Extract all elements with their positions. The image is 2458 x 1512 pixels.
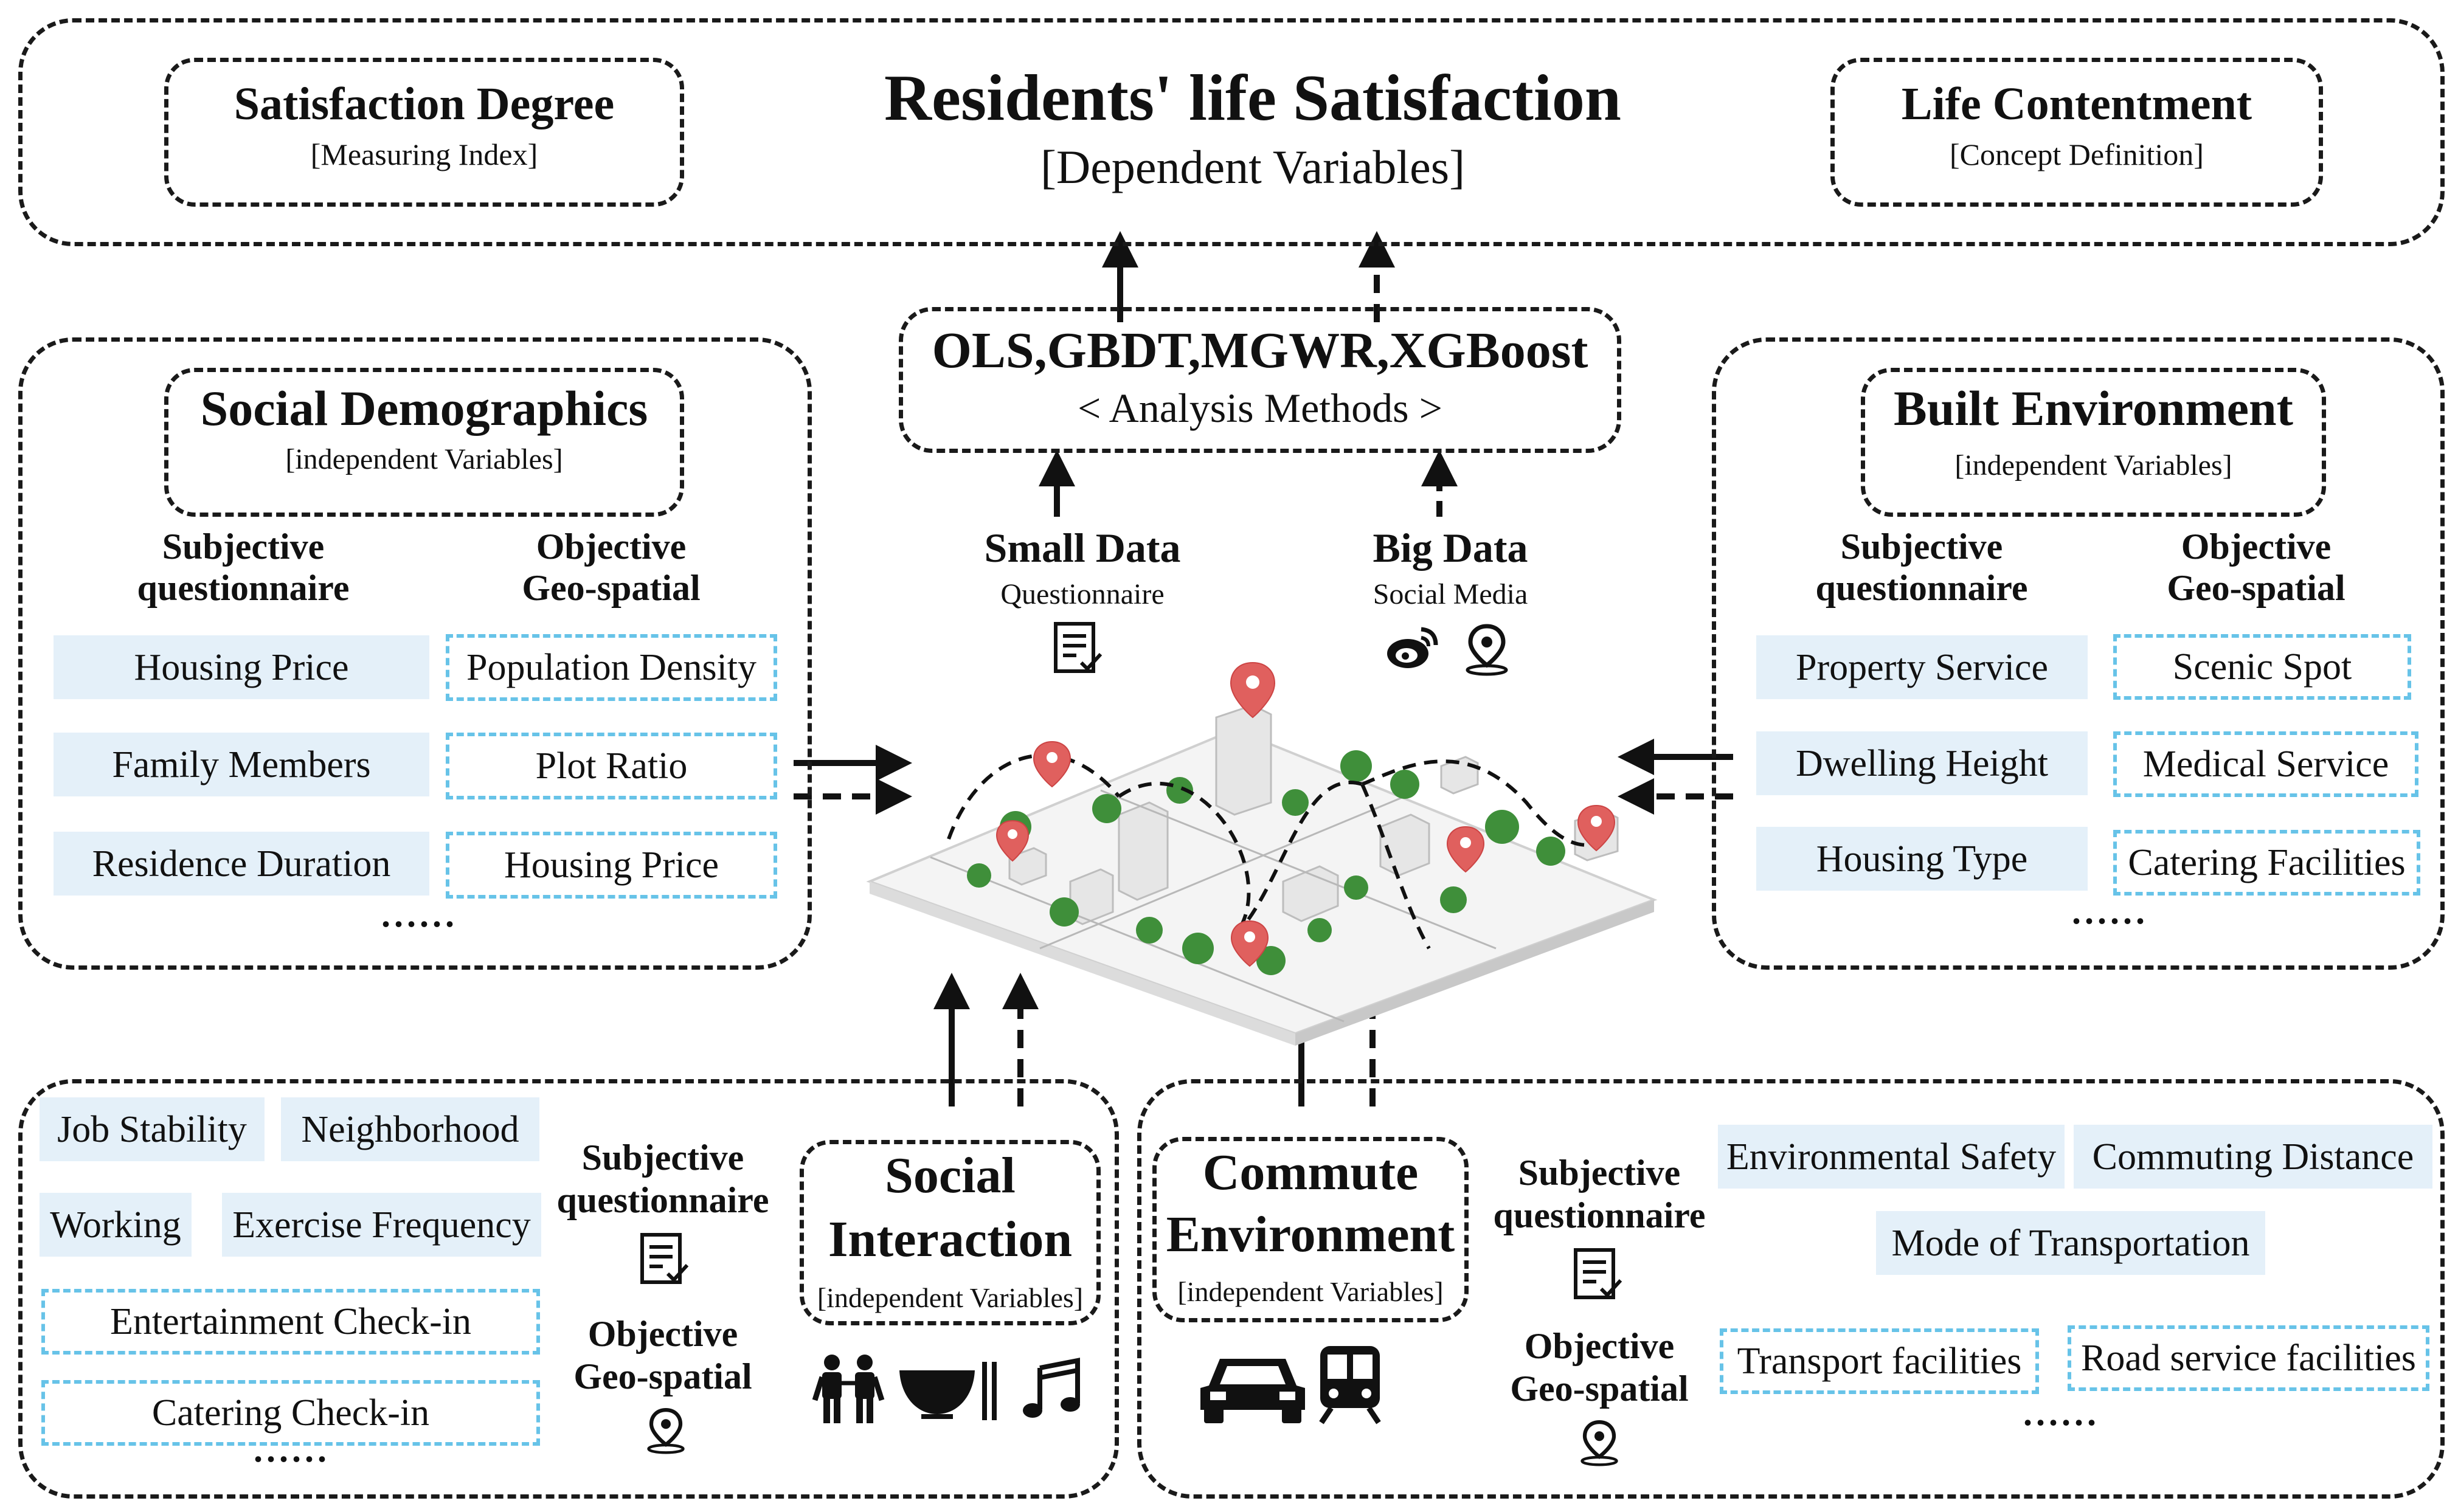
social-inter-subjective-head-2: questionnaire [556, 1180, 769, 1220]
questionnaire-icon [640, 1233, 689, 1284]
commute-environment-sub: [independent Variables] [1177, 1276, 1444, 1307]
analysis-methods-box [899, 307, 1621, 453]
location-pin-icon [1580, 1420, 1618, 1466]
questionnaire-icon [1054, 622, 1103, 673]
city-illustration [866, 661, 1658, 1046]
social-demo-objective-head-1: Objective [536, 526, 687, 567]
commute-ellipsis: ...... [2023, 1393, 2100, 1433]
social-interaction-title-box [800, 1140, 1101, 1325]
social-demographics-title-box [164, 368, 684, 517]
built-env-objective-item: Medical Service [2113, 731, 2418, 797]
life-contentment-sub: [Concept Definition] [1950, 137, 2204, 171]
social-demo-objective-item: Population Density [446, 634, 777, 701]
commute-objective-head-1: Objective [1524, 1326, 1675, 1366]
social-demo-objective-head-2: Geo-spatial [522, 568, 701, 608]
commute-objective-head-2: Geo-spatial [1510, 1369, 1689, 1409]
built-env-objective-item: Scenic Spot [2113, 634, 2411, 700]
commute-item: Commuting Distance [2074, 1125, 2432, 1189]
built-env-subjective-item: Dwelling Height [1756, 731, 2088, 795]
commute-item: Mode of Transportation [1876, 1211, 2265, 1275]
social-inter-item: Exercise Frequency [222, 1193, 541, 1257]
commute-subjective-head-1: Subjective [1518, 1153, 1681, 1193]
analysis-methods-title: OLS,GBDT,MGWR,XGBoost [932, 322, 1588, 379]
small-data-sub: Questionnaire [1000, 578, 1165, 610]
social-demo-objective-item: Housing Price [446, 832, 777, 899]
social-demographics-sub: [independent Variables] [285, 443, 563, 475]
music-note-icon [1023, 1358, 1080, 1418]
social-inter-item: Neighborhood [281, 1097, 539, 1161]
life-contentment-title: Life Contentment [1901, 78, 2252, 129]
social-demo-subjective-head-1: Subjective [162, 526, 325, 567]
big-data-title: Big Data [1373, 525, 1528, 571]
built-env-objective-head-1: Objective [2181, 526, 2332, 567]
built-environment-sub: [independent Variables] [1954, 449, 2232, 482]
social-demo-subjective-head-2: questionnaire [137, 568, 350, 608]
built-environment-title-box [1861, 368, 2326, 517]
social-demo-subjective-item: Residence Duration [54, 832, 429, 896]
social-inter-item: Job Stability [40, 1097, 265, 1161]
social-interaction-sub: [independent Variables] [817, 1282, 1084, 1313]
social-demo-subjective-item: Housing Price [54, 635, 429, 699]
life-contentment-box [1830, 58, 2323, 207]
built-env-objective-item: Catering Facilities [2113, 830, 2420, 896]
social-inter-checkin-item: Catering Check-in [41, 1380, 540, 1446]
analysis-methods-sub: < Analysis Methods > [1078, 385, 1442, 431]
commute-facility-item: Transport facilities [1720, 1328, 2039, 1394]
people-icon [812, 1355, 885, 1423]
commute-item: Environmental Safety [1718, 1125, 2065, 1189]
social-demographics-panel [18, 337, 812, 970]
questionnaire-icon [1574, 1248, 1622, 1299]
social-inter-item: Working [40, 1193, 192, 1257]
built-env-subjective-head-1: Subjective [1840, 526, 2003, 567]
built-env-subjective-head-2: questionnaire [1815, 568, 2028, 608]
commute-subjective-head-2: questionnaire [1493, 1195, 1706, 1235]
built-env-ellipsis: ...... [2072, 891, 2148, 931]
social-demographics-title: Social Demographics [200, 381, 648, 436]
social-interaction-panel [18, 1079, 1119, 1499]
small-data-title: Small Data [984, 525, 1181, 571]
page-title: Residents' life Satisfaction [884, 62, 1621, 134]
commute-environment-panel [1137, 1079, 2445, 1499]
social-interaction-title-1: Social [885, 1147, 1016, 1204]
satisfaction-degree-sub: [Measuring Index] [310, 137, 538, 171]
train-icon [1319, 1346, 1381, 1424]
social-inter-objective-head-2: Geo-spatial [573, 1356, 752, 1396]
built-environment-panel [1712, 337, 2445, 970]
big-data-sub: Social Media [1373, 578, 1528, 610]
built-environment-title: Built Environment [1894, 381, 2293, 436]
built-env-subjective-item: Property Service [1756, 635, 2088, 699]
social-inter-ellipsis: ...... [254, 1429, 330, 1469]
social-inter-checkin-item: Entertainment Check-in [41, 1289, 540, 1355]
social-demo-objective-item: Plot Ratio [446, 733, 777, 799]
location-pin-icon [1466, 624, 1508, 676]
bowl-chopsticks-icon [899, 1362, 997, 1420]
weibo-icon [1387, 627, 1438, 668]
commute-environment-title-box [1152, 1137, 1469, 1322]
page-subtitle: [Dependent Variables] [1040, 140, 1466, 193]
social-interaction-title-2: Interaction [828, 1211, 1073, 1268]
social-inter-subjective-head-1: Subjective [581, 1137, 744, 1178]
built-env-subjective-item: Housing Type [1756, 827, 2088, 891]
built-env-objective-head-2: Geo-spatial [2167, 568, 2345, 608]
commute-environment-title-1: Commute [1202, 1144, 1419, 1201]
social-inter-objective-head-1: Objective [587, 1314, 738, 1354]
car-icon [1200, 1359, 1305, 1423]
satisfaction-degree-box [164, 58, 684, 207]
satisfaction-degree-title: Satisfaction Degree [234, 78, 615, 129]
commute-environment-title-2: Environment [1166, 1206, 1455, 1263]
dependent-variables-panel [18, 18, 2445, 246]
social-demo-subjective-item: Family Members [54, 733, 429, 796]
commute-facility-item: Road service facilities [2068, 1325, 2429, 1391]
social-demo-ellipsis: ...... [381, 894, 458, 934]
location-pin-icon [647, 1407, 685, 1454]
